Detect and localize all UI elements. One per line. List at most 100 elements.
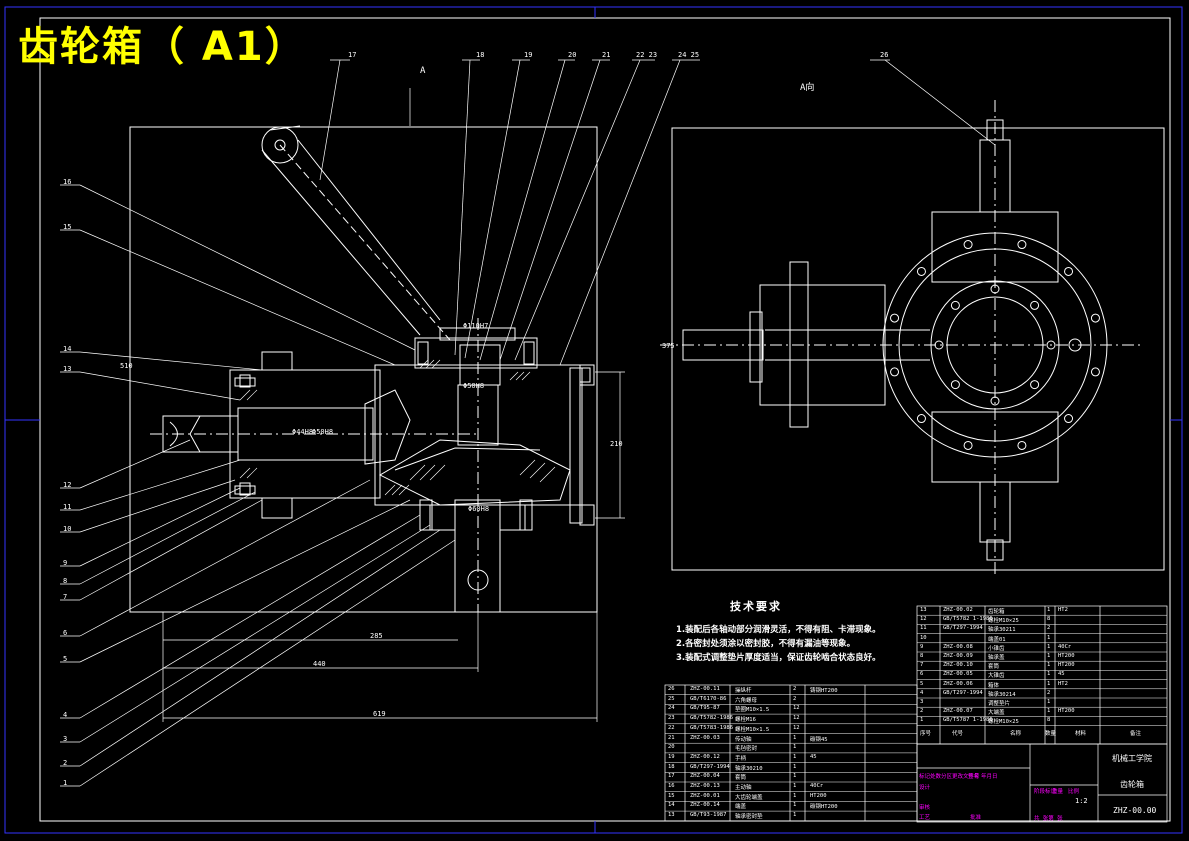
balloon-20: 20	[568, 51, 577, 59]
parts-cell: 25	[668, 695, 675, 702]
parts-cell: 7	[920, 662, 924, 669]
balloon-2: 2	[63, 759, 68, 767]
balloon-8: 8	[63, 577, 68, 585]
parts-header-cell: 材料	[1075, 731, 1087, 737]
parts-cell: 1	[1047, 699, 1051, 705]
balloon-15: 15	[63, 223, 72, 231]
parts-cell: GB/T5783-1986	[690, 724, 734, 731]
side-view	[660, 100, 1165, 575]
parts-cell: GB/T95-87	[690, 705, 720, 712]
parts-cell: 10	[920, 634, 927, 641]
balloon-14: 14	[63, 345, 72, 353]
parts-cell: 螺栓M16	[735, 717, 756, 724]
parts-cell: 2	[920, 708, 924, 715]
parts-cell: 1	[920, 717, 924, 724]
handle-lever	[261, 125, 451, 341]
parts-cell: 12	[793, 705, 800, 712]
parts-header-cell: 备注	[1130, 731, 1142, 737]
parts-cell: GB/T297-1994	[943, 689, 983, 696]
parts-cell: 轴承30211	[988, 627, 1016, 634]
parts-cell: 1	[793, 744, 797, 751]
parts-header-cell: 数量	[1045, 731, 1057, 737]
parts-cell: 2	[793, 695, 797, 702]
parts-cell: 轴承30214	[988, 691, 1016, 698]
title-block-label: 共 张第 张	[1034, 816, 1063, 822]
parts-cell: 40Cr	[1058, 643, 1072, 650]
parts-cell: 5	[920, 680, 924, 687]
parts-cell: 操纵杆	[735, 688, 752, 694]
parts-cell: 垫圈M10×1.5	[735, 707, 770, 714]
title-block-label: 处数	[930, 774, 942, 780]
parts-cell: 六角螺母	[735, 697, 758, 704]
tech-req-line-3: 3.装配式调整垫片厚度适当，保证齿轮啮合状态良好。	[676, 653, 881, 663]
parts-cell: HT2	[1058, 607, 1068, 613]
drawing-title: 齿轮箱（ A1）	[18, 24, 307, 70]
balloon-7: 7	[63, 593, 68, 601]
parts-cell: 8	[1047, 616, 1051, 623]
parts-cell: 碳钢45	[810, 736, 828, 743]
balloon-18: 18	[476, 51, 485, 59]
balloon-21: 21	[602, 51, 611, 59]
parts-cell: 2	[1047, 689, 1051, 696]
parts-cell: 1	[793, 734, 797, 741]
parts-cell: ZHZ-00.11	[690, 686, 720, 692]
title-block-scale: 1:2	[1075, 797, 1088, 805]
balloon-1: 1	[63, 779, 68, 787]
parts-cell: 碳钢HT200	[810, 804, 838, 811]
balloon-6: 6	[63, 629, 68, 637]
parts-cell: 调整垫片	[988, 701, 1011, 707]
parts-cell: 45	[1058, 671, 1065, 678]
parts-cell: 1	[793, 792, 797, 799]
inner-bolt-hole	[950, 300, 960, 310]
dim-shaft: Φ110H7	[463, 322, 489, 330]
flange-bolt-hole	[1064, 266, 1074, 276]
inner-bolt-hole	[950, 380, 960, 390]
balloon-16: 16	[63, 178, 72, 186]
parts-cell: 14	[668, 802, 675, 809]
parts-cell: 1	[793, 753, 797, 760]
title-block-label: 比例	[1068, 789, 1080, 795]
flange-bolt-hole	[1090, 367, 1100, 377]
parts-cell: 13	[920, 607, 927, 613]
parts-cell: 1	[1047, 662, 1051, 669]
parts-cell: HT200	[1058, 708, 1075, 715]
parts-cell: 40Cr	[810, 783, 824, 789]
title-block-label: 分区	[941, 774, 953, 780]
parts-cell: 13	[668, 812, 675, 819]
title-block-school: 机械工学院	[1112, 754, 1152, 763]
parts-cell: 毛毡密封	[735, 746, 758, 753]
parts-cell: 传动轴	[735, 736, 752, 743]
parts-cell: 1	[1047, 643, 1051, 650]
parts-cell: ZHZ-00.02	[943, 607, 973, 613]
parts-cell: 17	[668, 773, 675, 780]
parts-header-cell: 代号	[952, 731, 964, 737]
parts-cell: 9	[920, 643, 924, 650]
parts-cell: 1	[793, 812, 797, 819]
flange-bolt-hole	[916, 266, 926, 276]
main-view	[129, 88, 625, 722]
parts-cell: 16	[668, 783, 675, 789]
flange-bolt-hole	[1017, 240, 1027, 250]
parts-cell: 6	[920, 671, 924, 678]
dim-285: 285	[370, 632, 383, 640]
title-block-label: 标记	[919, 774, 931, 780]
dim-left1: Φ44H8	[292, 428, 314, 436]
parts-cell: ZHZ-00.07	[943, 708, 973, 715]
balloon-17: 17	[348, 51, 357, 59]
parts-cell: 22	[668, 724, 675, 731]
title-block-label: 签名	[968, 774, 980, 780]
parts-cell: GB/T297-1994	[943, 625, 983, 632]
title-block-name: 齿轮箱	[1120, 780, 1144, 789]
parts-cell: 24	[668, 705, 675, 712]
dim-510: 510	[120, 362, 133, 370]
parts-cell: ZHZ-00.12	[690, 753, 720, 760]
parts-cell: 螺栓M10×25	[988, 719, 1019, 726]
tech-req-line-1: 1.装配后各轴动部分润滑灵活，不得有阻、卡滞现象。	[676, 625, 881, 635]
inner-bolt-hole	[1046, 340, 1056, 350]
flange-bolt-hole	[890, 313, 900, 323]
dim-bore1: Φ50H8	[463, 382, 485, 390]
parts-cell: ZHZ-00.14	[690, 802, 720, 809]
parts-cell: ZHZ-00.10	[943, 662, 973, 669]
flange-bolt-hole	[963, 240, 973, 250]
